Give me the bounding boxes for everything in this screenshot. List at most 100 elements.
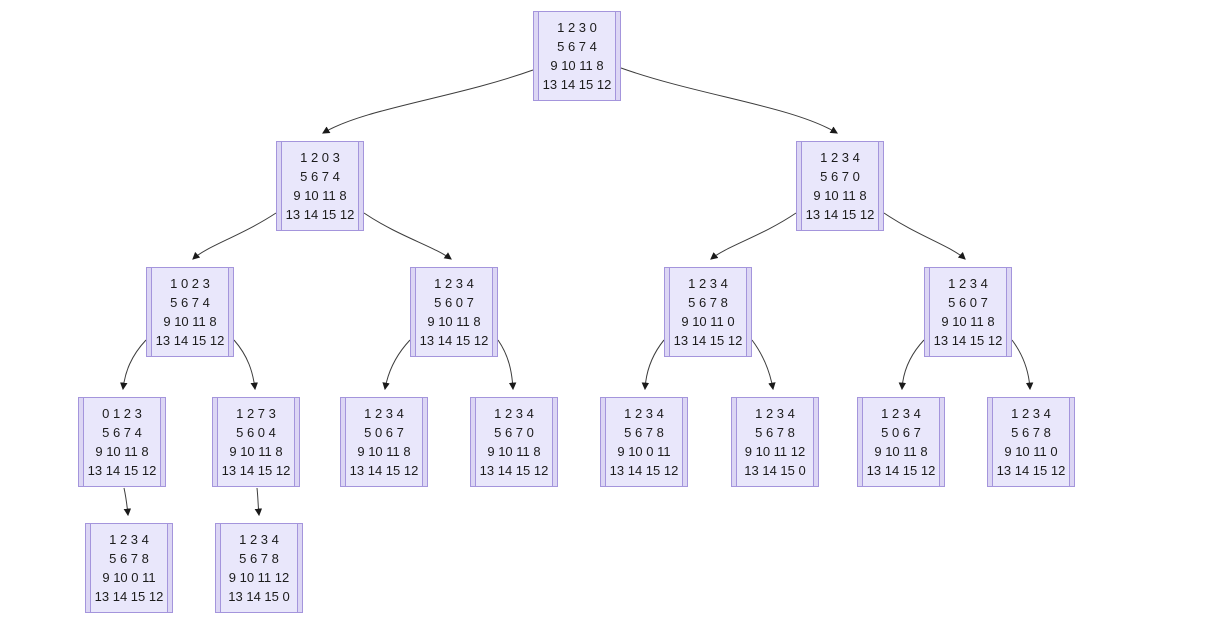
puzzle-node-l4-1: 0 1 2 3 5 6 7 4 9 10 11 8 13 14 15 12 [78,397,166,487]
puzzle-node-l4-4: 1 2 3 4 5 6 7 0 9 10 11 8 13 14 15 12 [470,397,558,487]
node-row: 13 14 15 12 [866,463,936,478]
node-row: 1 0 2 3 [170,276,210,291]
node-row: 9 10 11 12 [744,444,806,459]
node-row: 5 6 7 8 [624,425,664,440]
puzzle-node-l3-4: 1 2 3 4 5 6 0 7 9 10 11 8 13 14 15 12 [924,267,1012,357]
node-row: 5 6 0 7 [434,295,474,310]
edge-l2left-l32 [363,212,452,260]
node-row: 1 2 3 4 [434,276,474,291]
puzzle-node-l4-6: 1 2 3 4 5 6 7 8 9 10 11 12 13 14 15 0 [731,397,819,487]
node-row: 5 6 7 8 [109,551,149,566]
node-row: 13 14 15 12 [155,333,225,348]
puzzle-node-l4-2: 1 2 7 3 5 6 0 4 9 10 11 8 13 14 15 12 [212,397,300,487]
node-row: 1 2 3 4 [688,276,728,291]
node-row: 5 6 7 8 [1011,425,1051,440]
node-row: 1 2 3 4 [364,406,404,421]
edge-l2right-l34 [883,212,966,260]
node-row: 13 14 15 12 [673,333,743,348]
node-row: 9 10 11 8 [357,444,411,459]
puzzle-node-l2-right: 1 2 3 4 5 6 7 0 9 10 11 8 13 14 15 12 [796,141,884,231]
node-row: 5 6 7 4 [300,169,340,184]
node-row: 13 14 15 12 [94,589,164,604]
node-row: 9 10 11 8 [95,444,149,459]
node-row: 5 0 6 7 [364,425,404,440]
node-row: 1 2 3 4 [109,532,149,547]
node-row: 9 10 11 0 [681,314,735,329]
node-row: 9 10 11 12 [228,570,290,585]
puzzle-node-l4-3: 1 2 3 4 5 0 6 7 9 10 11 8 13 14 15 12 [340,397,428,487]
edge-l33-l46 [751,339,776,391]
node-row: 9 10 11 8 [229,444,283,459]
puzzle-node-l4-7: 1 2 3 4 5 0 6 7 9 10 11 8 13 14 15 12 [857,397,945,487]
puzzle-node-l3-2: 1 2 3 4 5 6 0 7 9 10 11 8 13 14 15 12 [410,267,498,357]
node-row: 0 1 2 3 [102,406,142,421]
node-row: 13 14 15 12 [419,333,489,348]
node-row: 5 0 6 7 [881,425,921,440]
edge-l34-l48 [1011,339,1034,391]
puzzle-node-l5-1: 1 2 3 4 5 6 7 8 9 10 0 11 13 14 15 12 [85,523,173,613]
node-row: 9 10 11 8 [293,188,347,203]
node-row: 5 6 0 4 [236,425,276,440]
node-row: 13 14 15 12 [805,207,875,222]
node-row: 13 14 15 12 [349,463,419,478]
node-row: 5 6 7 4 [102,425,142,440]
puzzle-node-l2-left: 1 2 0 3 5 6 7 4 9 10 11 8 13 14 15 12 [276,141,364,231]
node-row: 13 14 15 12 [996,463,1066,478]
edge-l32-l44 [497,339,517,391]
node-row: 9 10 11 8 [427,314,481,329]
node-row: 9 10 11 8 [550,58,604,73]
puzzle-node-l5-2: 1 2 3 4 5 6 7 8 9 10 11 12 13 14 15 0 [215,523,303,613]
edge-root-l2right [620,67,838,134]
node-row: 1 2 3 4 [239,532,279,547]
node-row: 1 2 3 4 [755,406,795,421]
node-row: 5 6 0 7 [948,295,988,310]
node-row: 9 10 0 11 [102,570,156,585]
edge-l2left-l31 [192,212,277,260]
edge-l32-l43 [382,339,411,391]
node-row: 13 14 15 12 [221,463,291,478]
puzzle-node-l3-3: 1 2 3 4 5 6 7 8 9 10 11 0 13 14 15 12 [664,267,752,357]
edge-l41-l51 [123,487,132,517]
puzzle-node-l4-8: 1 2 3 4 5 6 7 8 9 10 11 0 13 14 15 12 [987,397,1075,487]
node-row: 9 10 11 8 [813,188,867,203]
node-row: 13 14 15 12 [285,207,355,222]
node-row: 9 10 11 8 [941,314,995,329]
puzzle-node-l3-1: 1 0 2 3 5 6 7 4 9 10 11 8 13 14 15 12 [146,267,234,357]
node-row: 1 2 3 4 [494,406,534,421]
node-row: 13 14 15 0 [744,463,806,478]
node-row: 1 2 3 4 [948,276,988,291]
node-row: 1 2 3 0 [557,20,597,35]
edge-l31-l41 [120,339,147,391]
node-row: 9 10 11 0 [1004,444,1058,459]
node-row: 1 2 3 4 [1011,406,1051,421]
edge-l34-l47 [898,339,925,391]
edge-l31-l42 [233,339,258,391]
node-row: 1 2 0 3 [300,150,340,165]
edge-l33-l45 [641,339,665,391]
edge-root-l2left [322,69,534,134]
node-row: 5 6 7 4 [170,295,210,310]
node-row: 13 14 15 12 [479,463,549,478]
node-row: 5 6 7 8 [688,295,728,310]
node-row: 5 6 7 0 [820,169,860,184]
node-row: 1 2 7 3 [236,406,276,421]
edge-l42-l52 [254,487,263,517]
node-row: 9 10 11 8 [163,314,217,329]
node-row: 5 6 7 4 [557,39,597,54]
node-row: 9 10 0 11 [617,444,671,459]
node-row: 5 6 7 8 [239,551,279,566]
edge-l2right-l33 [710,212,797,260]
node-row: 5 6 7 0 [494,425,534,440]
node-row: 9 10 11 8 [874,444,928,459]
node-row: 1 2 3 4 [881,406,921,421]
node-row: 13 14 15 12 [542,77,612,92]
node-row: 5 6 7 8 [755,425,795,440]
puzzle-node-root: 1 2 3 0 5 6 7 4 9 10 11 8 13 14 15 12 [533,11,621,101]
node-row: 1 2 3 4 [820,150,860,165]
puzzle-node-l4-5: 1 2 3 4 5 6 7 8 9 10 0 11 13 14 15 12 [600,397,688,487]
node-row: 13 14 15 12 [933,333,1003,348]
node-row: 9 10 11 8 [487,444,541,459]
node-row: 13 14 15 12 [87,463,157,478]
node-row: 1 2 3 4 [624,406,664,421]
